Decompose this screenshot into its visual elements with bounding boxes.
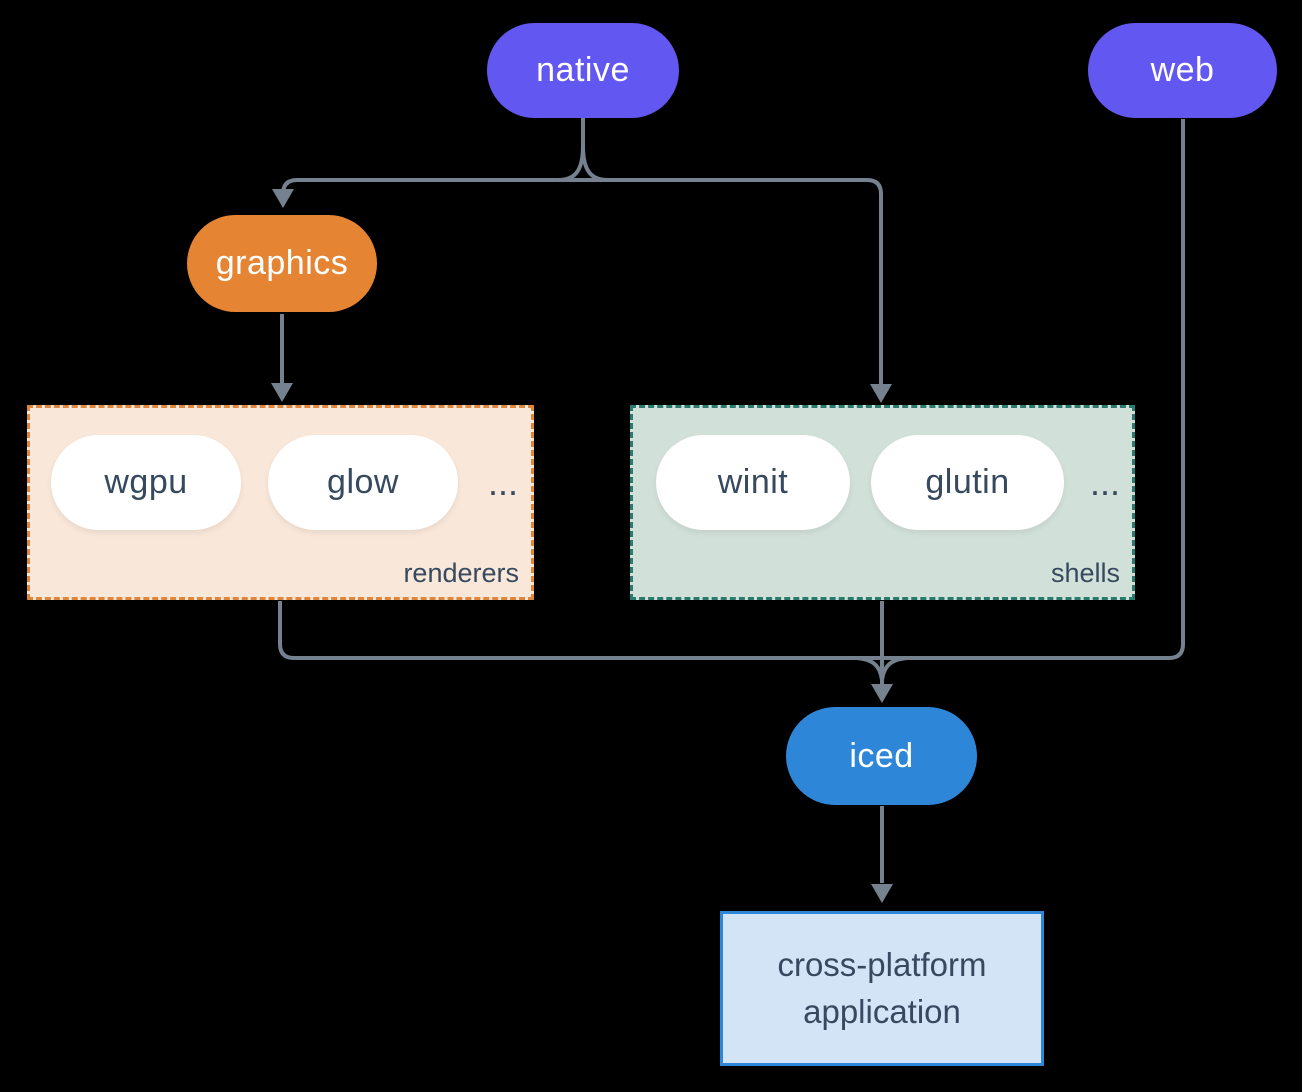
arrowhead-into-shells [870,384,892,403]
app-label-line1: cross-platform [777,945,987,983]
node-web: web [1088,23,1277,118]
node-native: native [487,23,679,118]
node-web-label: web [1150,51,1215,89]
edge-split-fillet-right [581,145,609,182]
edge-merge-fillet-left [855,656,884,681]
group-renderers: wgpu glow ... renderers [27,405,534,600]
group-shells: winit glutin ... shells [630,405,1135,600]
node-wgpu: wgpu [51,435,241,530]
node-glow: glow [268,435,458,530]
shells-ellipsis: ... [1089,461,1120,503]
node-glutin-label: glutin [925,463,1010,501]
node-winit: winit [656,435,850,530]
node-cross-platform-application: cross-platform application [720,911,1044,1066]
edge-merge-fillet-right [880,656,909,681]
group-shells-label: shells [1050,558,1120,588]
edge-split-fillet-left [557,145,585,182]
arrowhead-into-app [871,884,893,903]
node-iced: iced [786,707,977,805]
node-iced-label: iced [849,736,914,775]
arrowhead-into-iced [871,684,893,703]
node-glow-label: glow [327,463,399,501]
node-glutin: glutin [871,435,1064,530]
node-winit-label: winit [717,463,789,501]
renderers-ellipsis: ... [487,461,518,503]
app-label-line2: application [803,992,961,1030]
node-native-label: native [536,51,630,89]
arrowhead-into-renderers [271,383,293,402]
node-graphics-label: graphics [215,244,349,282]
node-wgpu-label: wgpu [104,463,188,501]
group-renderers-label: renderers [403,558,519,588]
arrowhead-into-graphics [272,189,294,208]
node-graphics: graphics [187,215,377,312]
